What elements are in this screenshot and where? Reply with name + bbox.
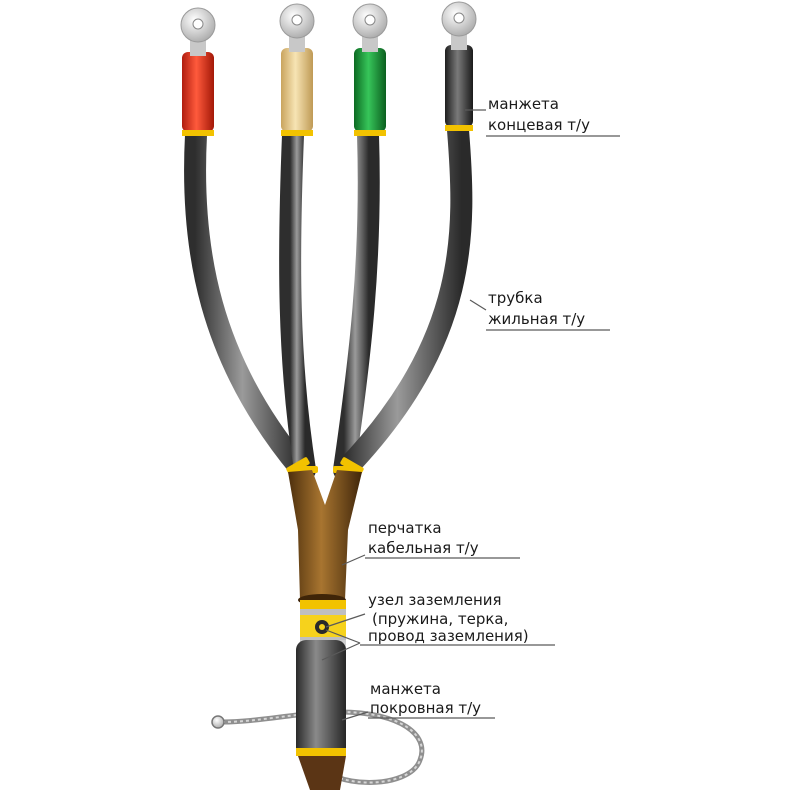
label-core-tube-line1: трубка bbox=[488, 289, 543, 307]
label-ground-line2: (пружина, терка, bbox=[372, 610, 508, 628]
label-end-cap-line2: концевая т/у bbox=[488, 116, 590, 134]
cable-red bbox=[184, 124, 311, 479]
label-glove-line1: перчатка bbox=[368, 519, 442, 537]
outer-sleeve bbox=[296, 640, 346, 790]
label-outer-sleeve-line1: манжета bbox=[370, 680, 441, 698]
label-end-cap-line1: манжета bbox=[488, 95, 559, 113]
end-caps bbox=[182, 45, 473, 136]
label-core-tube-line2: жильная т/у bbox=[488, 310, 585, 328]
label-ground-line1: узел заземления bbox=[368, 591, 502, 609]
cable-green bbox=[333, 124, 380, 481]
label-ground-line3: провод заземления) bbox=[368, 627, 529, 645]
cable-glove bbox=[288, 470, 362, 606]
phase-cables bbox=[184, 119, 473, 481]
leader-lines bbox=[321, 109, 620, 721]
cable-yellow bbox=[279, 124, 316, 481]
ground-wire bbox=[211, 709, 425, 785]
label-outer-sleeve-line2: покровная т/у bbox=[370, 699, 481, 717]
ring-lugs bbox=[180, 1, 477, 56]
ground-wire-ring-lug bbox=[211, 715, 225, 729]
label-glove-line2: кабельная т/у bbox=[368, 539, 479, 557]
cable-black bbox=[334, 119, 473, 481]
